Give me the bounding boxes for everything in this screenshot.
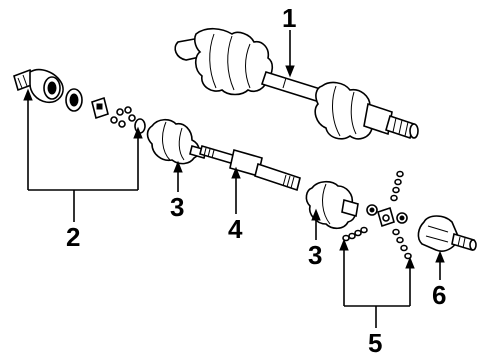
right-needle-rollers (392, 228, 412, 260)
callout-4: 4 (228, 214, 243, 244)
bearing-balls (110, 106, 136, 128)
upper-needle-rollers (390, 170, 404, 202)
callout-3-inner-boot: 3 (308, 240, 322, 270)
callout-5: 5 (368, 328, 382, 358)
outer-cv-boot (146, 118, 207, 165)
tripod-joint-components (342, 170, 412, 260)
callout-6: 6 (432, 280, 446, 310)
callout-3-outer-boot: 3 (170, 192, 184, 222)
axle-shaft-assembly (174, 27, 419, 140)
left-needle-rollers (342, 226, 368, 242)
intermediate-shaft (199, 144, 301, 192)
callout-1: 1 (282, 3, 296, 33)
inner-cv-boot (305, 180, 359, 230)
leader-lines (23, 30, 445, 328)
outer-cv-joint-components (13, 68, 146, 134)
inner-tripod-housing (417, 215, 477, 252)
callout-2: 2 (66, 222, 80, 252)
